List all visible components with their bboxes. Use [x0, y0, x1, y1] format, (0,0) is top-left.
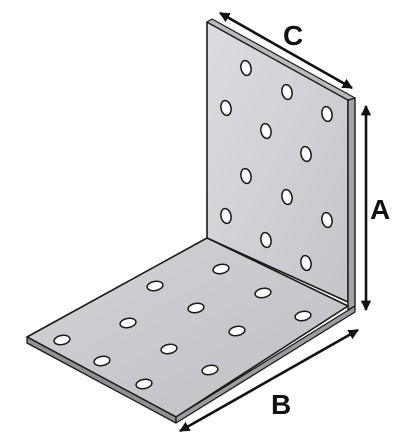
dimension-c-label: C — [283, 20, 303, 51]
hole — [321, 211, 333, 229]
dimension-b-arrow — [179, 328, 359, 433]
hole — [300, 254, 312, 272]
hole — [281, 188, 293, 206]
hole — [220, 207, 232, 225]
hole — [212, 263, 230, 275]
hole — [119, 317, 137, 329]
vertical-plate-edge — [347, 97, 356, 311]
hole — [160, 343, 178, 355]
hole — [294, 310, 312, 322]
dimension-a: A — [360, 104, 390, 312]
dimension-a-label: A — [370, 194, 390, 225]
hole — [300, 145, 312, 163]
hole — [220, 99, 232, 117]
dimension-c: C — [219, 11, 353, 90]
hole — [240, 167, 252, 185]
hole — [260, 231, 272, 249]
dimension-c-arrow — [219, 11, 353, 90]
hole — [93, 355, 111, 367]
hole — [187, 302, 205, 314]
dimension-b: B — [179, 328, 359, 433]
dimension-b-label: B — [271, 389, 291, 420]
hole — [53, 334, 71, 346]
hole — [146, 280, 164, 292]
hole — [135, 378, 153, 390]
hole — [321, 105, 333, 123]
hole — [254, 287, 272, 299]
hole — [260, 122, 272, 140]
